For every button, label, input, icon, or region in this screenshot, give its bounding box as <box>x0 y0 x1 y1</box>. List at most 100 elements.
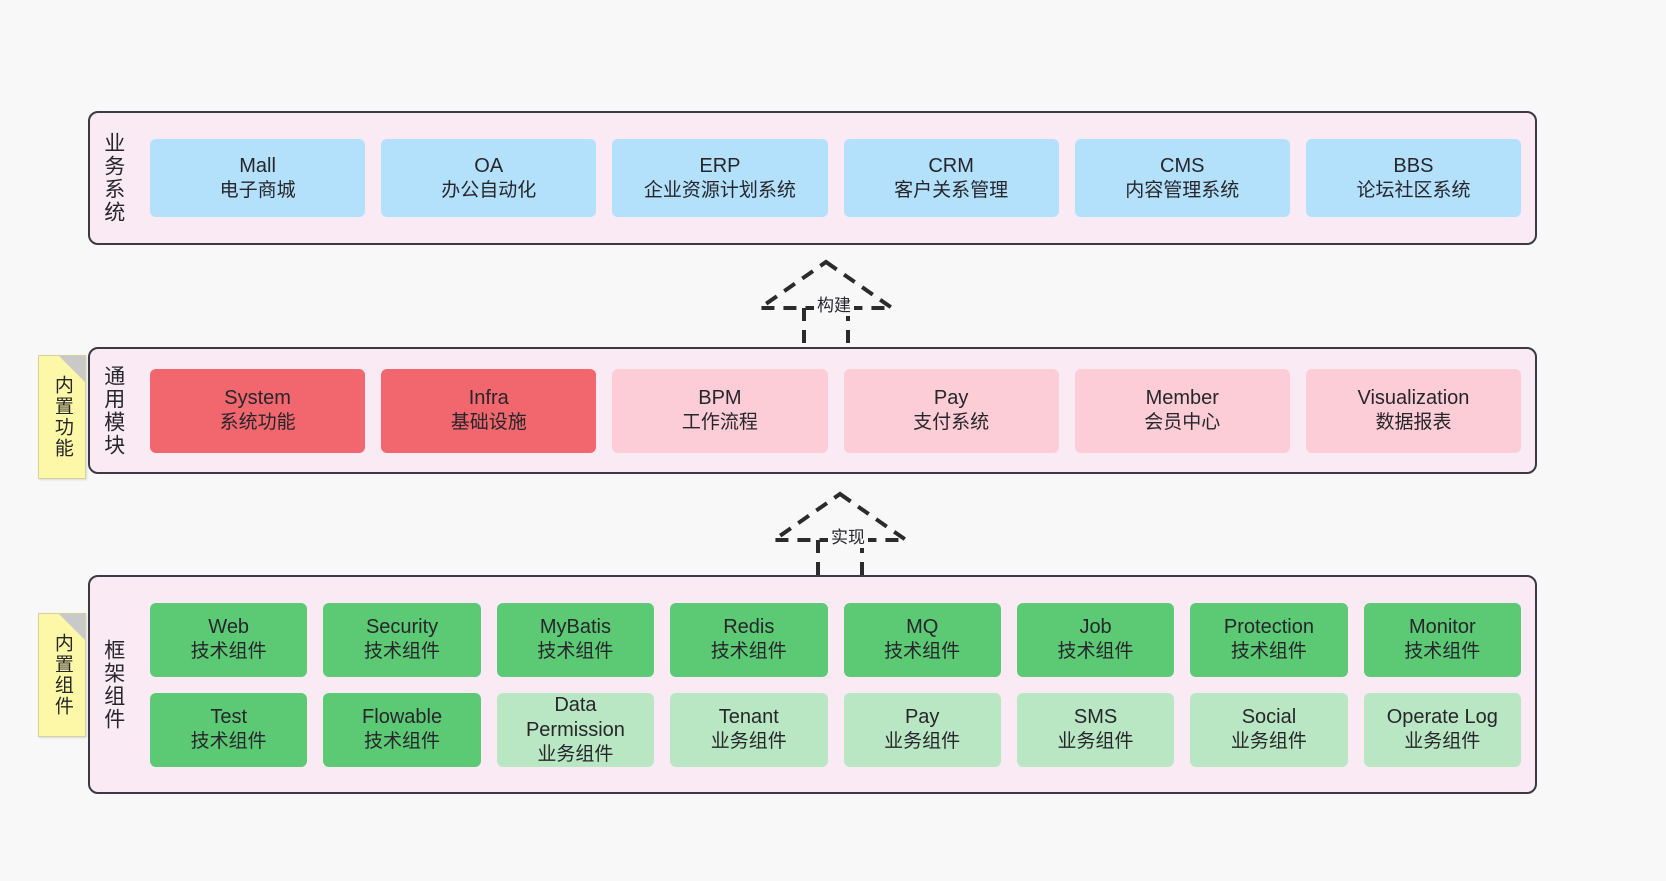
layer-label-common-module: 通用模块 <box>101 364 125 457</box>
card-subtitle: 工作流程 <box>681 412 758 434</box>
card-subtitle: 基础设施 <box>450 412 527 434</box>
card-subtitle: 电子商城 <box>219 179 296 201</box>
card-flowable[interactable]: Flowable 技术组件 <box>323 692 481 767</box>
card-title: BPM <box>698 387 742 410</box>
card-crm[interactable]: CRM 客户关系管理 <box>843 139 1059 217</box>
card-title: Monitor <box>1408 616 1476 639</box>
card-title: MyBatis <box>539 616 611 639</box>
card-title: Redis <box>723 616 775 639</box>
card-job[interactable]: Job 技术组件 <box>1016 602 1175 677</box>
layer-label-framework-component: 框架组件 <box>101 638 125 731</box>
card-oa[interactable]: OA 办公自动化 <box>381 139 597 217</box>
card-subtitle: 企业资源计划系统 <box>643 179 796 201</box>
card-subtitle: 技术组件 <box>364 641 441 663</box>
connector-build-label: 构建 <box>814 291 854 316</box>
card-title: CRM <box>928 154 974 177</box>
card-subtitle: 业务组件 <box>1404 731 1481 753</box>
card-title: Visualization <box>1357 387 1470 410</box>
card-subtitle: 论坛社区系统 <box>1356 179 1471 201</box>
card-mall[interactable]: Mall 电子商城 <box>150 139 366 217</box>
card-row: System 系统功能 Infra 基础设施 BPM 工作流程 Pay 支付系统… <box>150 368 1522 453</box>
card-redis[interactable]: Redis 技术组件 <box>670 602 828 677</box>
card-subtitle: 技术组件 <box>190 731 267 753</box>
card-title: Security <box>365 616 439 639</box>
card-protection[interactable]: Protection 技术组件 <box>1190 602 1348 677</box>
card-subtitle: 业务组件 <box>1230 731 1307 753</box>
card-sms[interactable]: SMS 业务组件 <box>1016 692 1175 767</box>
sticky-note-builtin-function: 内置功能 <box>38 355 86 479</box>
sticky-note-builtin-component: 内置组件 <box>38 613 86 737</box>
card-title: CMS <box>1160 154 1205 177</box>
card-security[interactable]: Security 技术组件 <box>323 602 481 677</box>
card-test[interactable]: Test 技术组件 <box>150 692 308 767</box>
card-subtitle: 技术组件 <box>1230 641 1307 663</box>
card-subtitle: 业务组件 <box>710 731 787 753</box>
card-subtitle: 技术组件 <box>1404 641 1481 663</box>
card-title: Protection <box>1223 616 1314 639</box>
card-subtitle: 数据报表 <box>1375 412 1452 434</box>
sticky-fold-corner <box>59 356 85 382</box>
card-title: System <box>224 387 291 410</box>
card-title: Operate Log <box>1386 706 1498 729</box>
layer-business-system: 业务系统 Mall 电子商城 OA 办公自动化 ERP 企业资源计划系统 CRM… <box>88 111 1537 245</box>
card-title: Pay <box>933 387 969 410</box>
card-pay[interactable]: Pay 支付系统 <box>843 368 1059 453</box>
card-title: MQ <box>906 616 939 639</box>
sticky-note-text: 内置组件 <box>51 633 73 717</box>
card-infra[interactable]: Infra 基础设施 <box>381 368 597 453</box>
layer-body-common-module: System 系统功能 Infra 基础设施 BPM 工作流程 Pay 支付系统… <box>136 349 1535 472</box>
card-title: Member <box>1145 387 1219 410</box>
card-tenant[interactable]: Tenant 业务组件 <box>670 692 828 767</box>
layer-body-business-system: Mall 电子商城 OA 办公自动化 ERP 企业资源计划系统 CRM 客户关系… <box>136 113 1535 243</box>
card-subtitle: 办公自动化 <box>441 179 537 201</box>
card-member[interactable]: Member 会员中心 <box>1074 368 1290 453</box>
layer-body-framework-component: Web 技术组件 Security 技术组件 MyBatis 技术组件 Redi… <box>136 577 1535 792</box>
layer-label-business-system: 业务系统 <box>101 132 125 224</box>
card-bbs[interactable]: BBS 论坛社区系统 <box>1305 139 1522 217</box>
card-mq[interactable]: MQ 技术组件 <box>843 602 1001 677</box>
card-subtitle: 支付系统 <box>913 412 990 434</box>
card-title: Flowable <box>362 706 443 729</box>
card-title: Mall <box>239 154 276 177</box>
card-bpm[interactable]: BPM 工作流程 <box>612 368 828 453</box>
card-visualization[interactable]: Visualization 数据报表 <box>1305 368 1522 453</box>
card-title: Web <box>208 616 250 639</box>
card-title: OA <box>474 154 504 177</box>
card-subtitle: 技术组件 <box>537 641 614 663</box>
card-system[interactable]: System 系统功能 <box>150 368 366 453</box>
card-title: ERP <box>699 154 741 177</box>
card-subtitle: 系统功能 <box>219 412 296 434</box>
card-title: SMS <box>1073 706 1118 729</box>
layer-common-module: 通用模块 System 系统功能 Infra 基础设施 BPM 工作流程 Pay… <box>88 347 1537 474</box>
card-data-permission[interactable]: Data Permission 业务组件 <box>496 692 655 767</box>
connector-realize-label: 实现 <box>828 523 868 548</box>
card-subtitle: 业务组件 <box>884 731 961 753</box>
card-subtitle: 技术组件 <box>710 641 787 663</box>
card-social[interactable]: Social 业务组件 <box>1190 692 1348 767</box>
card-subtitle: 业务组件 <box>537 743 614 765</box>
card-subtitle: 技术组件 <box>190 641 267 663</box>
card-mybatis[interactable]: MyBatis 技术组件 <box>496 602 655 677</box>
card-title: Tenant <box>718 706 779 729</box>
card-subtitle: 会员中心 <box>1144 412 1221 434</box>
sticky-fold-corner <box>59 614 85 640</box>
card-cms[interactable]: CMS 内容管理系统 <box>1074 139 1290 217</box>
card-title: Social <box>1241 706 1297 729</box>
card-pay-business[interactable]: Pay 业务组件 <box>843 692 1001 767</box>
layer-framework-component: 框架组件 Web 技术组件 Security 技术组件 MyBatis 技术组件… <box>88 575 1537 794</box>
card-subtitle: 技术组件 <box>364 731 441 753</box>
card-subtitle: 技术组件 <box>1057 641 1134 663</box>
sticky-note-text: 内置功能 <box>51 375 73 459</box>
card-row-technical: Web 技术组件 Security 技术组件 MyBatis 技术组件 Redi… <box>150 602 1521 677</box>
card-operate-log[interactable]: Operate Log 业务组件 <box>1363 692 1521 767</box>
card-row-business: Test 技术组件 Flowable 技术组件 Data Permission … <box>150 692 1521 767</box>
card-monitor[interactable]: Monitor 技术组件 <box>1363 602 1521 677</box>
card-erp[interactable]: ERP 企业资源计划系统 <box>612 139 828 217</box>
card-title: BBS <box>1393 154 1434 177</box>
card-title: Data Permission <box>525 693 625 741</box>
card-subtitle: 内容管理系统 <box>1125 179 1240 201</box>
card-title: Test <box>210 706 248 729</box>
card-web[interactable]: Web 技术组件 <box>150 602 308 677</box>
card-subtitle: 客户关系管理 <box>894 179 1009 201</box>
